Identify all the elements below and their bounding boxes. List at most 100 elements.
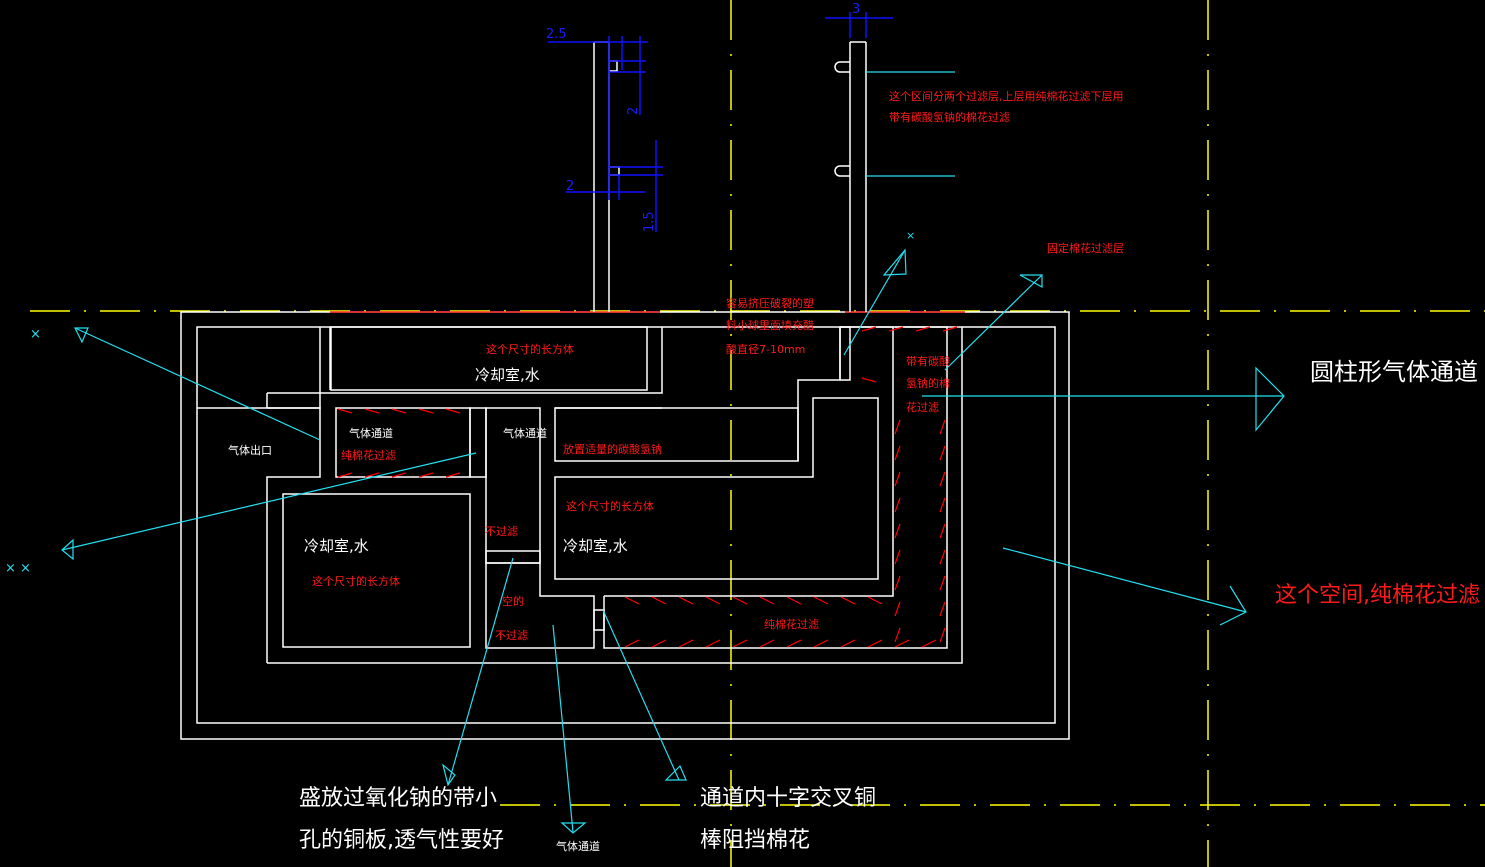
left-cooling-chamber bbox=[282, 493, 471, 648]
left-tube-notch-upper bbox=[609, 60, 618, 72]
hatch-mark bbox=[939, 419, 946, 435]
hatch-mark bbox=[939, 445, 946, 461]
label-filter-layers-line1: 这个区间分两个过滤层,上层用纯棉花过滤下层用 bbox=[889, 89, 1124, 103]
hatch-mark bbox=[759, 639, 775, 648]
centerlines bbox=[30, 0, 1485, 867]
arrow-cross-rod bbox=[664, 764, 687, 781]
hatch-mark bbox=[867, 596, 883, 605]
label-top-box-size: 这个尺寸的长方体 bbox=[486, 342, 574, 356]
hatch-mark bbox=[732, 639, 748, 648]
hatch-mark bbox=[867, 639, 883, 648]
top-corridor-floor bbox=[267, 327, 663, 394]
label-plastic-ball-line2: 料小球里面填充醋 bbox=[726, 318, 814, 332]
dim-label-3: 3 bbox=[852, 2, 860, 17]
interior-chambers bbox=[197, 326, 963, 664]
label-top-cooling: 冷却室,水 bbox=[475, 366, 540, 384]
label-empty: 空的 bbox=[502, 594, 524, 608]
label-plastic-ball-line3: 酸直径7-10mm bbox=[726, 342, 805, 356]
label-cross-rod-line1: 通道内十字交叉铜 bbox=[700, 786, 876, 811]
leader-space-cotton bbox=[1002, 547, 1247, 613]
hatch-mark bbox=[705, 596, 721, 605]
left-upper-partition bbox=[197, 327, 331, 409]
label-cylindrical-channel: 圆柱形气体通道 bbox=[1310, 358, 1478, 386]
arrow-gas-outlet bbox=[74, 327, 89, 344]
hatch-mark bbox=[894, 471, 901, 487]
bottom-cross-rods bbox=[593, 609, 605, 631]
hatch-mark bbox=[894, 549, 901, 565]
hatch-mark bbox=[939, 627, 946, 643]
hatch-mark bbox=[651, 639, 667, 648]
label-copper-plate-line2: 孔的铜板,透气性要好 bbox=[299, 828, 504, 853]
label-right-box-size: 这个尺寸的长方体 bbox=[566, 499, 654, 513]
leader-fixed-cotton bbox=[944, 274, 1043, 371]
right-tube-hook-lower bbox=[834, 165, 850, 177]
inner-ring bbox=[267, 327, 963, 664]
leader-gas-channel-bottom bbox=[552, 624, 574, 833]
hatch-mark bbox=[337, 472, 353, 478]
label-plastic-ball-line1: 容易挤压破裂的塑 bbox=[726, 296, 814, 310]
dim-label-2: 2 bbox=[566, 179, 574, 194]
label-gas-channel-left: 气体通道 bbox=[349, 426, 393, 440]
label-right-cooling: 冷却室,水 bbox=[563, 537, 628, 555]
hatch-mark bbox=[939, 549, 946, 565]
cross-marker-top: × bbox=[906, 229, 915, 242]
arrow-left-cotton bbox=[61, 538, 74, 561]
label-bicarb-cotton-line2: 氢钠的棉 bbox=[906, 376, 950, 390]
label-left-cooling: 冷却室,水 bbox=[304, 537, 369, 555]
hatch-mark bbox=[391, 408, 407, 414]
leader-plastic-ball bbox=[843, 249, 906, 356]
hatch-mark bbox=[813, 639, 829, 648]
hatch-mark bbox=[705, 639, 721, 648]
hatch-mark bbox=[894, 445, 901, 461]
label-pure-cotton-bottom: 纯棉花过滤 bbox=[764, 617, 819, 631]
left-cross-rods bbox=[469, 407, 487, 478]
dim-label-1-5: 1.5 bbox=[642, 211, 657, 232]
label-gas-channel-mid: 气体通道 bbox=[503, 426, 547, 440]
label-place-bicarb: 放置适量的碳酸氢钠 bbox=[563, 442, 662, 456]
label-no-filter-mid: 不过滤 bbox=[485, 525, 518, 538]
hatch-mark bbox=[445, 408, 461, 414]
hatch-mark bbox=[624, 596, 640, 605]
right-cooling-chamber bbox=[554, 397, 879, 580]
label-left-box-size: 这个尺寸的长方体 bbox=[312, 574, 400, 588]
arrow-space-cotton bbox=[1219, 585, 1247, 626]
label-pure-cotton-left: 纯棉花过滤 bbox=[341, 448, 396, 462]
hatch-mark bbox=[418, 408, 434, 414]
leaders: × × × × bbox=[5, 229, 1285, 834]
cross-marker-bottom-left: × × bbox=[5, 561, 31, 576]
hatch-mark bbox=[939, 523, 946, 539]
arrow-plastic-ball bbox=[882, 248, 907, 276]
label-filter-layers-line2: 带有碳酸氢钠的棉花过滤 bbox=[889, 110, 1010, 124]
left-tube-notch-lower bbox=[609, 166, 620, 176]
arrow-cylindrical-channel bbox=[1255, 366, 1285, 432]
leader-gas-outlet bbox=[74, 327, 321, 441]
hatch-mark bbox=[840, 639, 856, 648]
right-tube-hook-upper bbox=[834, 61, 850, 73]
hatch-mark bbox=[337, 408, 353, 414]
hatch-mark bbox=[921, 639, 937, 648]
tube-cross-rods bbox=[839, 326, 851, 381]
labels: 这个区间分两个过滤层,上层用纯棉花过滤下层用 带有碳酸氢钠的棉花过滤 固定棉花过… bbox=[228, 89, 1480, 853]
cotton-filter-outer-path bbox=[604, 326, 894, 597]
hatch-mark bbox=[445, 472, 461, 478]
hatch-mark bbox=[861, 326, 877, 332]
label-copper-plate-line1: 盛放过氧化钠的带小 bbox=[299, 786, 497, 811]
dim-label-2-5: 2.5 bbox=[546, 27, 567, 42]
arrow-copper-plate bbox=[441, 763, 456, 787]
hatch-mark bbox=[624, 639, 640, 648]
hatch-mark bbox=[840, 596, 856, 605]
hatch-mark bbox=[786, 639, 802, 648]
label-cross-rod-line2: 棒阻挡棉花 bbox=[700, 828, 810, 853]
label-bicarb-cotton-line1: 带有碳酸 bbox=[906, 354, 950, 368]
hatch-mark bbox=[759, 596, 775, 605]
hatch-mark bbox=[678, 639, 694, 648]
hatch-mark bbox=[364, 472, 380, 478]
label-space-pure-cotton: 这个空间,纯棉花过滤 bbox=[1275, 583, 1480, 608]
hatch-mark bbox=[861, 377, 877, 383]
left-tube bbox=[593, 41, 620, 312]
hatch-mark bbox=[894, 639, 910, 648]
leader-cross-rod bbox=[602, 609, 680, 781]
leader-left-cotton bbox=[61, 452, 477, 551]
hatch-mark bbox=[939, 497, 946, 513]
